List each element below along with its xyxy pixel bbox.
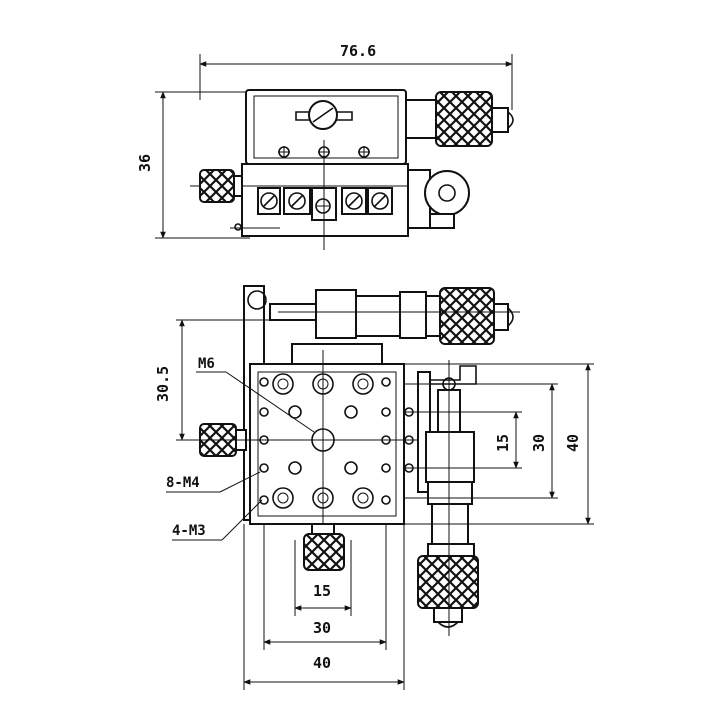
rotary-knob-right-top: [407, 169, 470, 229]
micrometer-top: [405, 91, 514, 147]
dimension-bottom-15: 15: [294, 540, 352, 616]
knurled-thimble-horizontal: [439, 287, 495, 345]
dim-bottom-outer-text: 40: [313, 654, 331, 672]
dimension-bottom-40: 40: [243, 524, 405, 690]
dim-bottom-inner-text: 15: [313, 582, 331, 600]
dimension-right-30: 30: [404, 383, 558, 499]
dimension-76-6: 76.6: [199, 42, 513, 110]
dim-width-text: 76.6: [340, 42, 376, 60]
dim-right-inner-text: 15: [494, 434, 512, 452]
knurled-thimble-top: [435, 91, 493, 147]
dimension-bottom-30: 30: [263, 524, 387, 650]
dim-height-text: 36: [136, 154, 154, 172]
dim-bottom-mid-text: 30: [313, 619, 331, 637]
bottom-view: 30.5 15 30 40 15: [154, 285, 594, 690]
top-view: 76.6 36: [136, 42, 514, 250]
dimension-30-5: 30.5: [154, 319, 276, 441]
callout-8-m4: 8-M4: [166, 471, 261, 493]
dim-right-mid-text: 30: [530, 434, 548, 452]
callout-8-m4-text: 8-M4: [166, 475, 200, 491]
callout-m6-text: M6: [198, 356, 215, 372]
callout-4-m3-text: 4-M3: [172, 523, 206, 539]
callout-4-m3: 4-M3: [172, 499, 263, 541]
dimension-right-15: 15: [404, 411, 522, 469]
knurled-thimble-vertical: [417, 555, 479, 609]
dimension-right-40: 40: [404, 363, 594, 525]
micrometer-horizontal: [269, 287, 520, 345]
bottom-knob: [303, 523, 345, 571]
dim-left-height-text: 30.5: [154, 366, 172, 402]
callout-m6: M6: [196, 356, 315, 433]
dimension-36: 36: [136, 91, 255, 239]
side-knob-left-top: [190, 169, 243, 203]
dim-right-outer-text: 40: [564, 434, 582, 452]
